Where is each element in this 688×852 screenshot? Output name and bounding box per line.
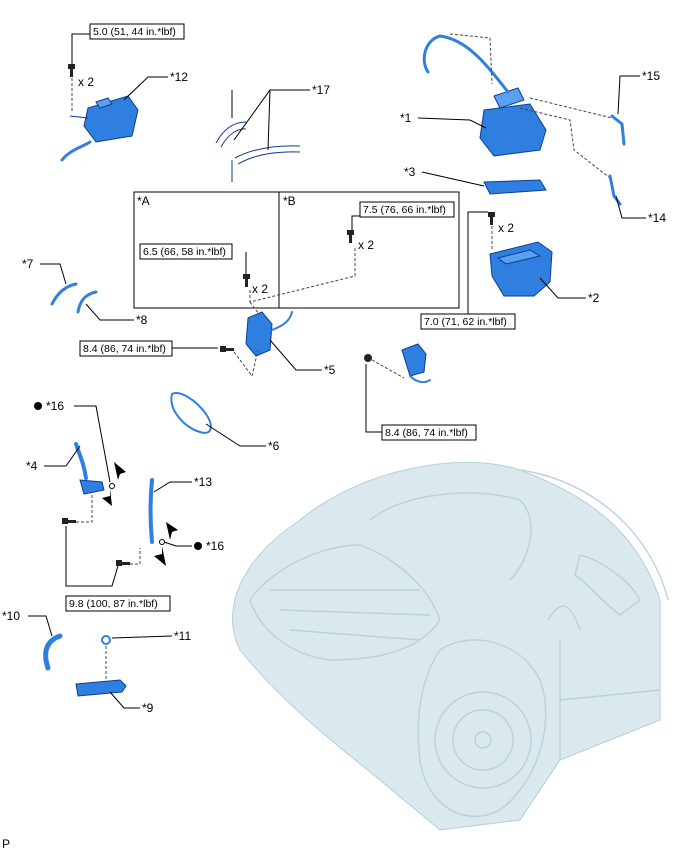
hose-15: [610, 114, 626, 146]
callout-6: *6: [268, 439, 280, 453]
bracket-right: [401, 343, 431, 384]
bolt-icon: [490, 217, 493, 225]
callout-17: *17: [312, 83, 330, 97]
gasket-11: [101, 635, 111, 645]
torque-spec-9: 9.8 (100, 87 in.*lbf): [69, 598, 158, 610]
callout-11: *11: [174, 629, 191, 643]
arrow-icon: [102, 488, 112, 506]
callout-1: *1: [400, 111, 412, 125]
arrow-icon: [166, 522, 178, 540]
inset-view-b: [278, 191, 460, 309]
qty-12: x 2: [78, 75, 94, 89]
torque-box-2: [420, 313, 516, 330]
bolt-icon: [226, 348, 234, 351]
torque-spec-bracket: 8.4 (86, 74 in.*lbf): [385, 427, 468, 439]
callout-8: *8: [136, 313, 148, 327]
view-label-b: *B: [283, 194, 296, 208]
callout-14: *14: [648, 211, 666, 225]
qty-2: x 2: [498, 221, 514, 235]
torque-box-12: [89, 23, 185, 40]
reservoir-tank-12: [60, 95, 139, 162]
hose-7: [50, 282, 78, 306]
callout-9: *9: [142, 701, 154, 715]
gasket-6: [170, 392, 212, 434]
callout-16a: *16: [46, 399, 64, 413]
callout-15: *15: [642, 69, 660, 83]
air-cleaner-cap-1: [422, 33, 613, 179]
torque-box-5: [79, 340, 173, 357]
torque-spec-2: 7.0 (71, 62 in.*lbf): [424, 316, 507, 328]
air-cleaner-case-2: [489, 241, 553, 297]
hose-4: [74, 442, 105, 495]
torque-spec-b: 7.5 (76, 66 in.*lbf): [363, 204, 446, 216]
callout-5: *5: [324, 363, 336, 377]
bolt-icon: [245, 279, 248, 287]
bullet-icon: [34, 402, 42, 410]
torque-box-a: [139, 243, 233, 260]
callout-3: *3: [404, 165, 416, 179]
callout-4: *4: [26, 459, 38, 473]
callout-12: *12: [170, 70, 188, 84]
bolt-icon: [347, 230, 354, 235]
hose-17: [215, 121, 301, 182]
bolt-icon: [70, 69, 73, 77]
callout-10: *10: [2, 609, 20, 623]
torque-spec-12: 5.0 (51, 44 in.*lbf): [93, 26, 176, 38]
view-label-a: *A: [137, 194, 150, 208]
arrow-icon: [114, 462, 126, 480]
callout-13: *13: [194, 475, 212, 489]
qty-a: x 2: [252, 282, 268, 296]
o-ring-16b: [159, 539, 165, 545]
hose-10: [43, 633, 63, 671]
corner-code: P: [2, 837, 10, 851]
bolt-icon: [488, 212, 495, 217]
bracket-5: [245, 311, 293, 357]
callout-7: *7: [22, 257, 34, 271]
bolt-icon: [364, 354, 372, 362]
bolt-icon: [349, 235, 352, 243]
vehicle-illustration: [232, 461, 669, 831]
bolt-icon: [243, 274, 250, 279]
bolt-icon: [62, 518, 68, 524]
torque-box-9: [65, 595, 171, 612]
torque-box-bracket: [381, 424, 477, 441]
bullet-icon: [194, 542, 202, 550]
bolt-icon: [68, 64, 75, 69]
o-ring-16a: [109, 483, 115, 489]
bolt-icon: [68, 520, 76, 523]
hose-8: [76, 290, 98, 314]
arrow-icon: [154, 546, 166, 566]
torque-spec-a: 6.5 (66, 58 in.*lbf): [143, 246, 226, 258]
pipe-9: [75, 679, 127, 697]
torque-spec-5: 8.4 (86, 74 in.*lbf): [83, 343, 166, 355]
air-filter-3: [483, 179, 547, 195]
bolt-icon: [116, 560, 122, 566]
bolt-icon: [122, 562, 130, 565]
torque-box-b: [359, 201, 455, 218]
callout-2: *2: [588, 291, 600, 305]
callout-16b: *16: [206, 539, 224, 553]
hose-14: [608, 174, 622, 206]
qty-b: x 2: [358, 238, 374, 252]
bolt-icon: [220, 346, 226, 352]
hose-13: [148, 478, 154, 544]
